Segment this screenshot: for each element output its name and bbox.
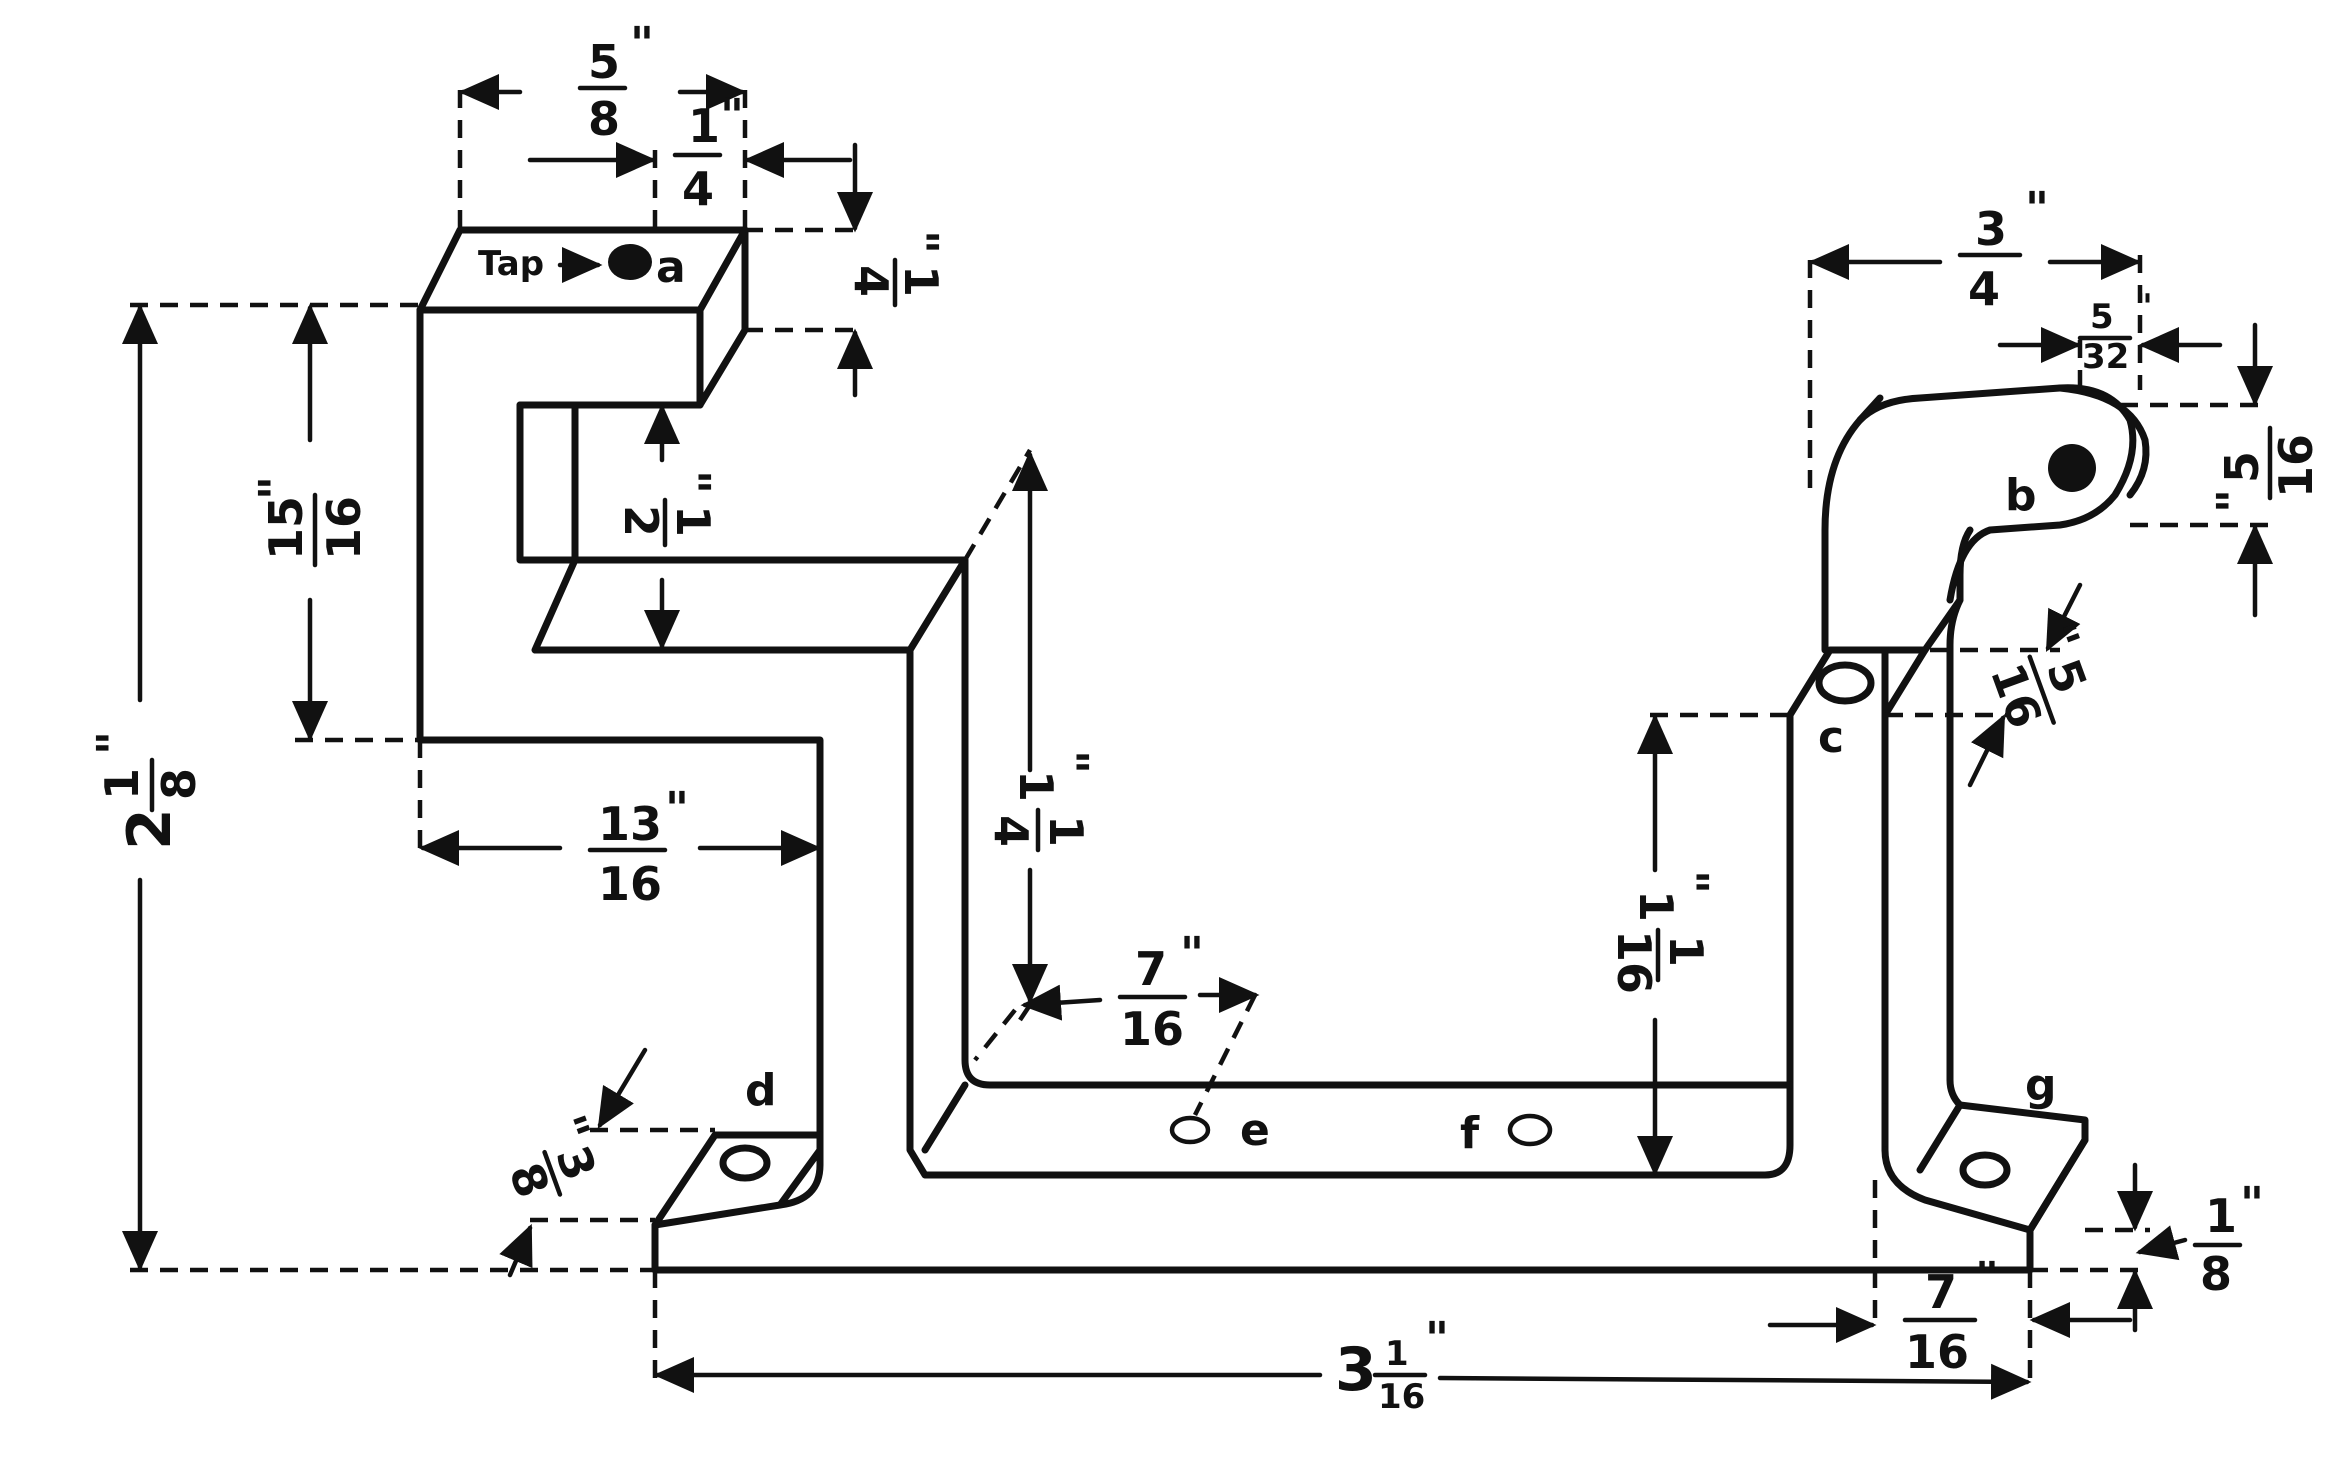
svg-text:1: 1 (894, 265, 948, 297)
dim-top-quarter-w: 1 4 " (672, 89, 744, 216)
svg-text:4: 4 (984, 815, 1038, 847)
hole-f (1507, 1113, 1553, 1147)
svg-text:": " (249, 476, 303, 500)
label-f: f (1460, 1108, 1480, 1159)
svg-text:7: 7 (1135, 942, 1167, 996)
dim-one-one-sixteenth: 1 1 16 " (1607, 870, 1718, 994)
svg-text:2: 2 (115, 808, 185, 850)
svg-text:16: 16 (1607, 930, 1661, 994)
svg-text:": " (1044, 750, 1098, 774)
dim-five-sixteenths-b: 5 16 " (2207, 425, 2323, 513)
dim-fifteen-sixteenths: 15 16 " (249, 476, 371, 568)
dim-bottom-length: 3 1 16 " (1335, 1312, 1449, 1417)
label-e: e (1240, 1105, 1270, 1156)
svg-text:4: 4 (844, 265, 898, 297)
svg-text:": " (87, 731, 141, 755)
svg-text:8: 8 (498, 1156, 560, 1205)
dim-thirteen-sixteenths: 13 16 " (587, 782, 689, 911)
dim-top-width: 5 8 " (577, 17, 654, 146)
svg-text:1: 1 (1659, 935, 1713, 967)
svg-text:": " (1664, 870, 1718, 894)
svg-text:1: 1 (95, 768, 149, 800)
svg-text:": " (1975, 1252, 1999, 1306)
svg-text:": " (1425, 1312, 1449, 1366)
label-g: g (2025, 1060, 2057, 1111)
svg-text:": " (2240, 1177, 2264, 1231)
dim-five-sixteenths-c: 5 16 " (1980, 616, 2098, 735)
dim-half: 1 2 " (614, 470, 720, 548)
dim-seven-sixteenths-g: 7 16 " (1902, 1252, 1999, 1379)
svg-text:": " (665, 782, 689, 836)
dim-three-eighths: 3 8 " (498, 1108, 607, 1205)
dimension-text: 5 8 " 1 4 " 1 4 " 15 16 " 1 (87, 17, 2323, 1417)
hole-d (719, 1144, 771, 1182)
tap-hole-a (608, 244, 652, 280)
svg-text:16: 16 (2269, 434, 2323, 498)
dim-five-thirtyseconds: 5 32 " (2077, 287, 2153, 377)
svg-text:1: 1 (666, 505, 720, 537)
hole-g (1959, 1151, 2011, 1189)
holes (608, 244, 2096, 1189)
label-c: c (1818, 712, 1844, 763)
dim-seven-sixteenths-mid: 7 16 " (1117, 927, 1204, 1056)
label-a: a (656, 242, 686, 293)
svg-text:8: 8 (2200, 1247, 2232, 1301)
svg-text:16: 16 (1120, 1002, 1184, 1056)
point-labels: Tap a b c d e f g (478, 242, 2057, 1159)
svg-text:8: 8 (588, 92, 620, 146)
label-tap: Tap (478, 244, 544, 284)
svg-text:": " (720, 89, 744, 143)
dim-top-quarter-h: 1 4 " (844, 230, 948, 308)
label-d: d (745, 1065, 777, 1116)
label-b: b (2005, 470, 2037, 521)
svg-text:16: 16 (1378, 1377, 1425, 1417)
svg-text:": " (2135, 287, 2153, 327)
svg-text:": " (2207, 489, 2261, 513)
svg-text:13: 13 (598, 797, 662, 851)
svg-text:4: 4 (1968, 262, 2000, 316)
svg-text:1: 1 (1629, 890, 1683, 922)
hole-c (1815, 661, 1875, 705)
part-outline (416, 226, 2150, 1274)
svg-text:3: 3 (1335, 1335, 1377, 1405)
svg-text:5: 5 (2215, 451, 2269, 483)
svg-text:4: 4 (682, 162, 714, 216)
dimension-lines (122, 74, 2273, 1400)
dim-one-eighth: 1 8 " (2192, 1177, 2264, 1301)
svg-text:1: 1 (1009, 770, 1063, 802)
svg-text:7: 7 (1925, 1265, 1957, 1319)
svg-text:16: 16 (598, 857, 662, 911)
svg-text:8: 8 (152, 768, 206, 800)
svg-text:2: 2 (614, 505, 668, 537)
svg-text:": " (894, 230, 948, 254)
dim-one-quarter-vert: 1 1 4 " (984, 750, 1098, 853)
dim-total-height: 2 1 8 " (87, 731, 206, 850)
svg-text:1: 1 (1039, 815, 1093, 847)
svg-text:16: 16 (317, 496, 371, 560)
svg-text:15: 15 (259, 496, 313, 560)
svg-text:5: 5 (588, 35, 620, 89)
hole-e (1169, 1115, 1211, 1145)
svg-text:32: 32 (2082, 337, 2129, 377)
dim-three-quarters: 3 4 " (1957, 182, 2049, 316)
svg-text:1: 1 (688, 99, 720, 153)
svg-text:": " (1180, 927, 1204, 981)
svg-text:3: 3 (1975, 202, 2007, 256)
svg-text:": " (666, 470, 720, 494)
svg-text:": " (2025, 182, 2049, 236)
hole-b (2048, 444, 2096, 492)
svg-text:16: 16 (1905, 1325, 1969, 1379)
svg-text:": " (630, 17, 654, 71)
svg-text:5: 5 (2090, 297, 2114, 337)
svg-text:1: 1 (2205, 1189, 2237, 1243)
svg-text:1: 1 (1385, 1334, 1409, 1374)
